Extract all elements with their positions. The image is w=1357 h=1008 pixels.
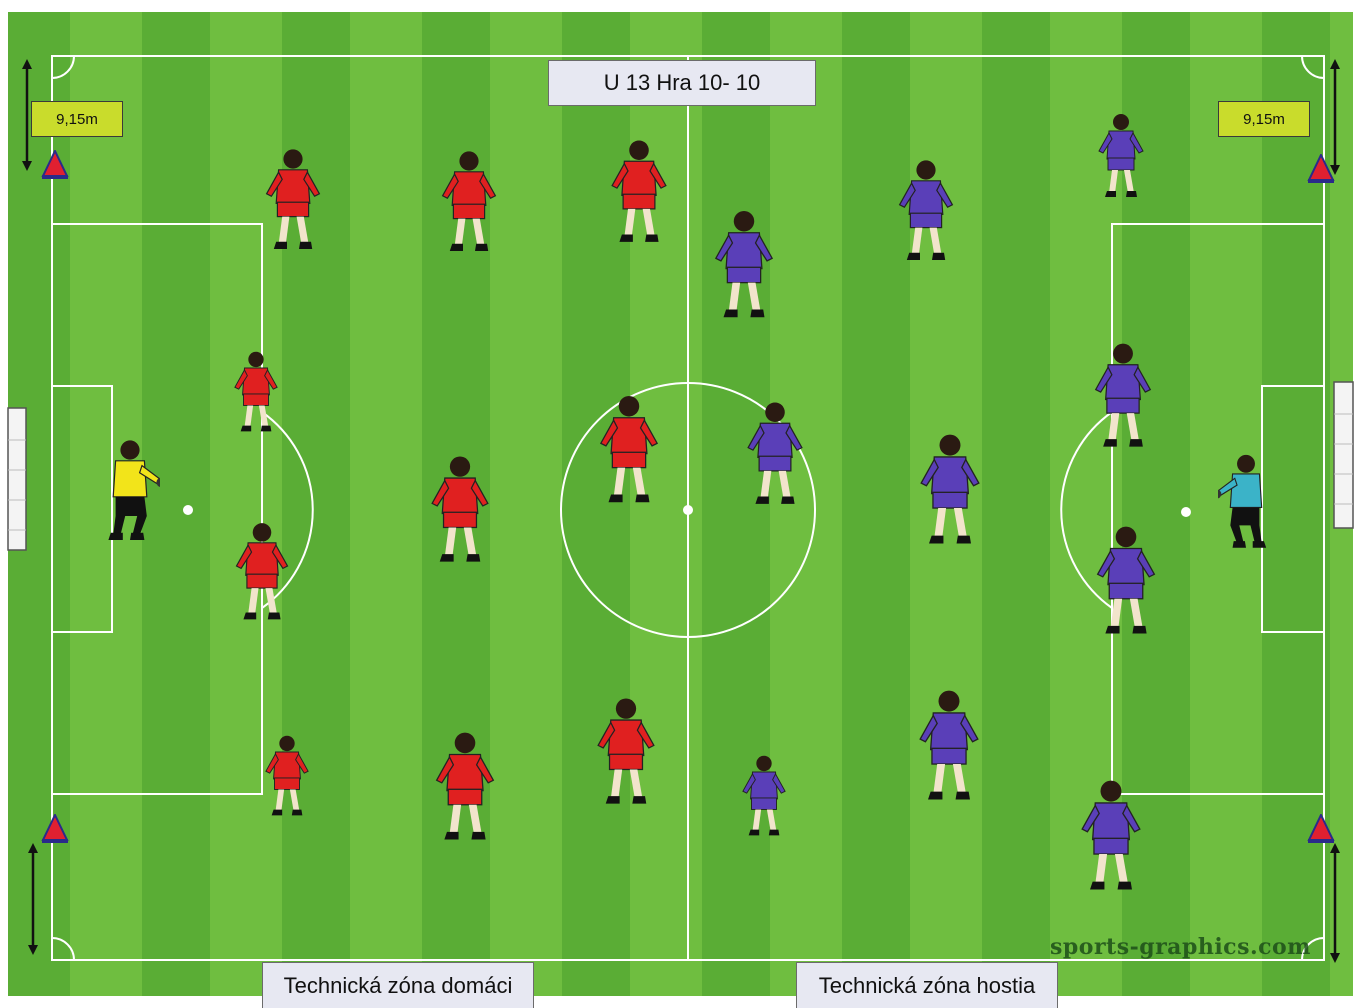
goal-right-icon (1334, 382, 1353, 528)
penalty-spot-left (183, 505, 193, 515)
distance-label-right: 9,15m (1218, 101, 1310, 137)
goal-left-icon (8, 408, 26, 550)
watermark: sports-graphics.com (1050, 934, 1311, 960)
distance-label-left: 9,15m (31, 101, 123, 137)
technical-zone-home: Technická zóna domáci (262, 962, 534, 1008)
technical-zone-away: Technická zóna hostia (796, 962, 1058, 1008)
diagram-title: U 13 Hra 10- 10 (548, 60, 816, 106)
penalty-spot-right (1181, 507, 1191, 517)
center-spot (683, 505, 693, 515)
